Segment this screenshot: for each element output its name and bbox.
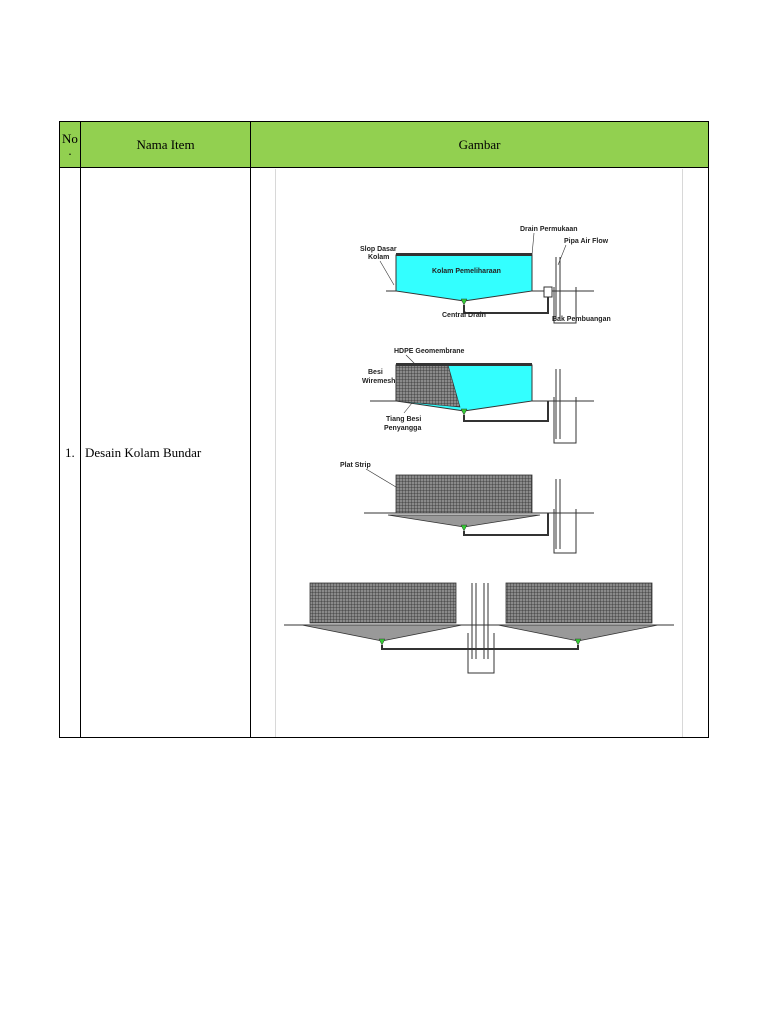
label-central-drain: Central Drain [442, 312, 486, 319]
row-image-cell: Slop Dasar Kolam Kolam Pemeliharaan Drai… [250, 167, 709, 738]
pool-design-figure: Slop Dasar Kolam Kolam Pemeliharaan Drai… [275, 169, 683, 737]
label-pool: Kolam Pemeliharaan [432, 268, 501, 275]
header-no: No . [59, 121, 81, 168]
diagram-1: Slop Dasar Kolam Kolam Pemeliharaan Drai… [360, 226, 611, 324]
label-drain-surface: Drain Permukaan [520, 226, 578, 233]
label-hdpe: HDPE Geomembrane [394, 348, 465, 355]
item-table: No . Nama Item Gambar 1. Desain Kolam Bu… [59, 121, 709, 738]
label-slope: Slop Dasar [360, 246, 397, 253]
label-bak: Bak Pembuangan [552, 316, 611, 323]
diagram-3: Plat Strip [340, 462, 594, 554]
label-plat: Plat Strip [340, 462, 371, 469]
header-no-dot: . [68, 142, 72, 158]
label-slope-2: Kolam [368, 254, 389, 261]
label-tiang: Tiang Besi [386, 416, 421, 423]
row-number: 1. [59, 167, 81, 738]
table-row: 1. Desain Kolam Bundar [59, 167, 709, 738]
table-header-row: No . Nama Item Gambar [59, 121, 709, 168]
label-pipe-airflow: Pipa Air Flow [564, 238, 609, 245]
diagram-4 [284, 582, 674, 674]
header-no-label: No [62, 130, 78, 146]
label-besi: Besi [368, 369, 383, 376]
row-item-name: Desain Kolam Bundar [80, 167, 251, 738]
header-nama-item: Nama Item [80, 121, 251, 168]
pool-diagram: Slop Dasar Kolam Kolam Pemeliharaan Drai… [284, 226, 674, 674]
header-gambar: Gambar [250, 121, 709, 168]
label-wiremesh: Wiremesh [362, 378, 395, 385]
label-penyangga: Penyangga [384, 425, 421, 432]
diagram-2: HDPE Geomembrane Besi Wiremesh Tiang Bes… [362, 348, 594, 444]
